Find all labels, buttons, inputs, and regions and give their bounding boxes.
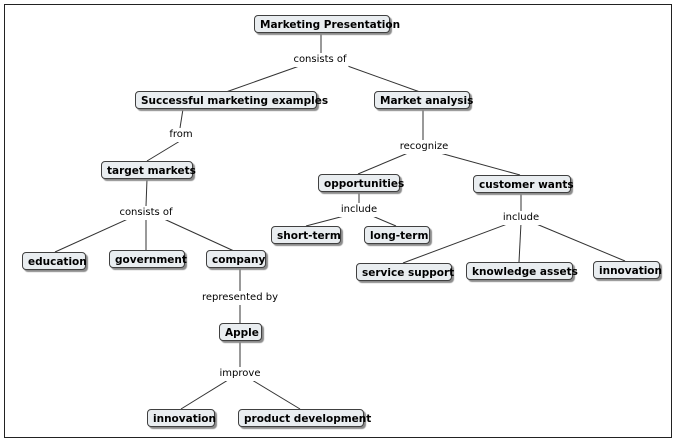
connector: [439, 152, 521, 176]
connector: [251, 379, 301, 410]
label-recognize: recognize: [397, 140, 451, 154]
connector: [357, 152, 409, 175]
node-service-support[interactable]: service support: [356, 263, 454, 281]
connector: [180, 379, 229, 410]
connector: [146, 140, 181, 162]
label-consists-of-left: consists of: [117, 206, 175, 220]
node-government[interactable]: government: [109, 250, 187, 268]
connector: [225, 63, 306, 93]
node-long-term[interactable]: long-term: [364, 226, 430, 244]
connector: [163, 218, 235, 252]
node-customer-wants[interactable]: customer wants: [473, 175, 574, 193]
node-innovation-left[interactable]: innovation: [147, 409, 216, 427]
node-education[interactable]: education: [22, 252, 87, 270]
node-knowledge-assets[interactable]: knowledge assets: [466, 262, 578, 280]
connector: [518, 222, 522, 263]
node-target-markets[interactable]: target markets: [101, 161, 196, 179]
diagram-frame: [4, 4, 672, 438]
node-product-development[interactable]: product development: [238, 409, 371, 427]
label-consists-of-top: consists of: [291, 53, 349, 67]
connector: [54, 218, 129, 253]
node-opportunities[interactable]: opportunities: [318, 174, 404, 192]
connector: [179, 108, 184, 129]
node-marketing-presentation[interactable]: Marketing Presentation: [254, 15, 400, 33]
connector: [341, 63, 421, 93]
node-market-analysis[interactable]: Market analysis: [374, 91, 473, 109]
label-improve: improve: [217, 367, 263, 381]
node-innovation-right[interactable]: innovation: [593, 261, 662, 279]
connector: [145, 178, 148, 207]
label-from: from: [167, 128, 195, 142]
node-successful-marketing-examples[interactable]: Successful marketing examples: [135, 91, 328, 109]
connector: [533, 222, 626, 262]
label-include-opportunities: include: [338, 203, 380, 217]
connector: [402, 222, 511, 264]
node-apple[interactable]: Apple: [219, 323, 262, 341]
node-short-term[interactable]: short-term: [271, 226, 341, 244]
label-represented-by: represented by: [199, 291, 281, 305]
node-company[interactable]: company: [206, 250, 266, 268]
label-include-customer-wants: include: [500, 211, 542, 225]
